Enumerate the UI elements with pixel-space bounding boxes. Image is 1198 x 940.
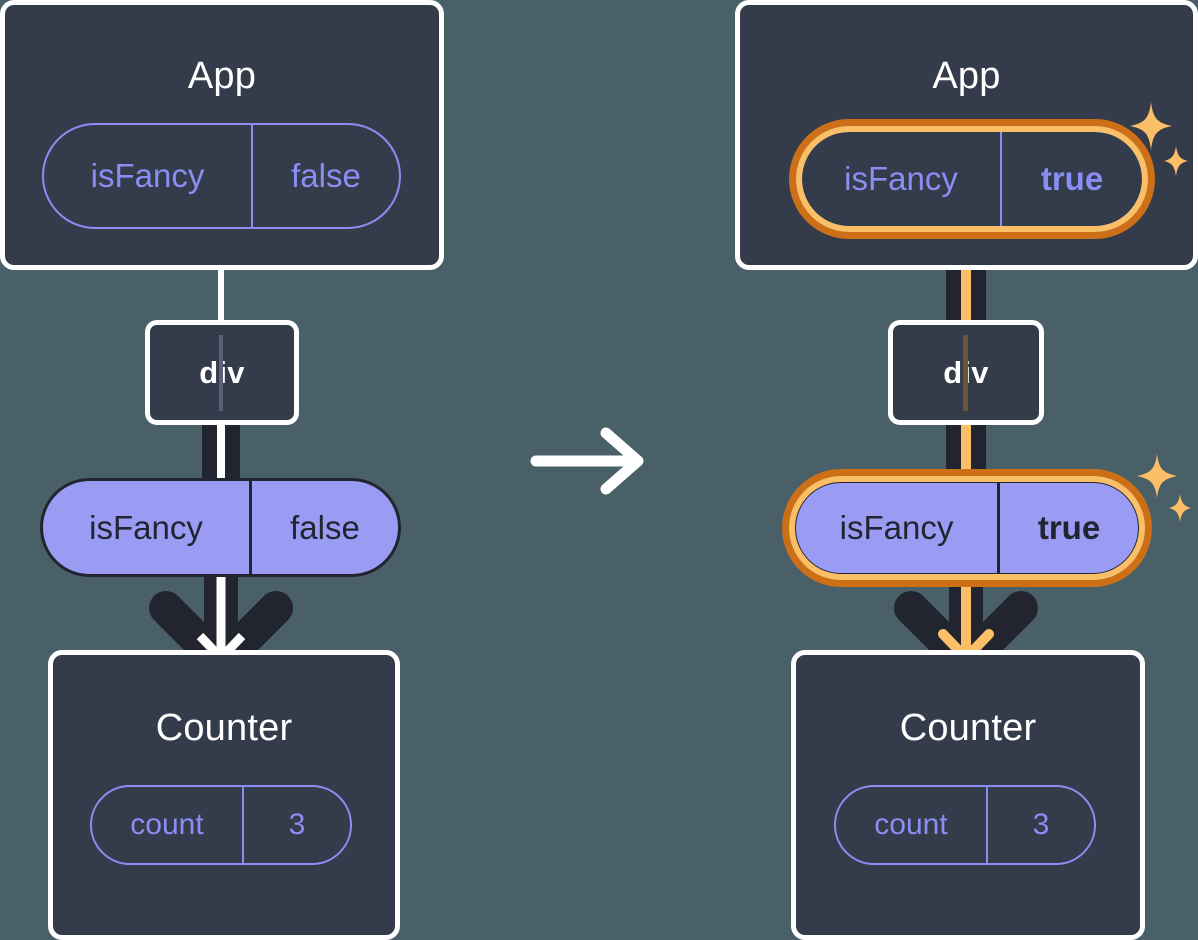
pill-value: false <box>251 125 399 227</box>
transition-arrow-icon <box>530 427 644 495</box>
app-title: App <box>187 55 257 97</box>
pill-key: isFancy <box>844 160 958 197</box>
wire-app-to-div-left <box>218 258 224 328</box>
app-state-pill-after: isFancy true <box>800 130 1144 228</box>
pill-value: true <box>1000 132 1142 226</box>
counter-title: Counter <box>899 707 1037 749</box>
pill-value: 3 <box>986 787 1094 863</box>
sparkle-icon-props <box>1137 454 1191 522</box>
pill-key: isFancy <box>90 157 205 194</box>
counter-state-pill-after: count 3 <box>834 785 1096 865</box>
wire-app-to-div-right-stripe <box>961 215 971 330</box>
pill-value: 3 <box>242 787 350 863</box>
wire-through-div-left <box>219 335 223 411</box>
pill-value: true <box>997 483 1138 573</box>
props-pill-after: isFancy true <box>793 480 1141 576</box>
wire-div-to-props-left-stripe <box>217 420 225 490</box>
wire-div-to-props-right-stripe <box>961 420 971 492</box>
pill-key: isFancy <box>839 509 954 546</box>
counter-title: Counter <box>155 707 293 749</box>
pill-key: isFancy <box>89 508 203 546</box>
app-title: App <box>932 55 1001 97</box>
app-state-pill-before: isFancy false <box>42 123 401 229</box>
props-pill-before: isFancy false <box>40 478 401 577</box>
counter-state-pill-before: count 3 <box>90 785 352 865</box>
pill-value: false <box>249 481 398 574</box>
wire-through-div-right <box>963 335 968 411</box>
pill-key: count <box>130 808 204 841</box>
sparkle-icon-app <box>1130 102 1188 176</box>
pill-key: count <box>874 808 948 841</box>
